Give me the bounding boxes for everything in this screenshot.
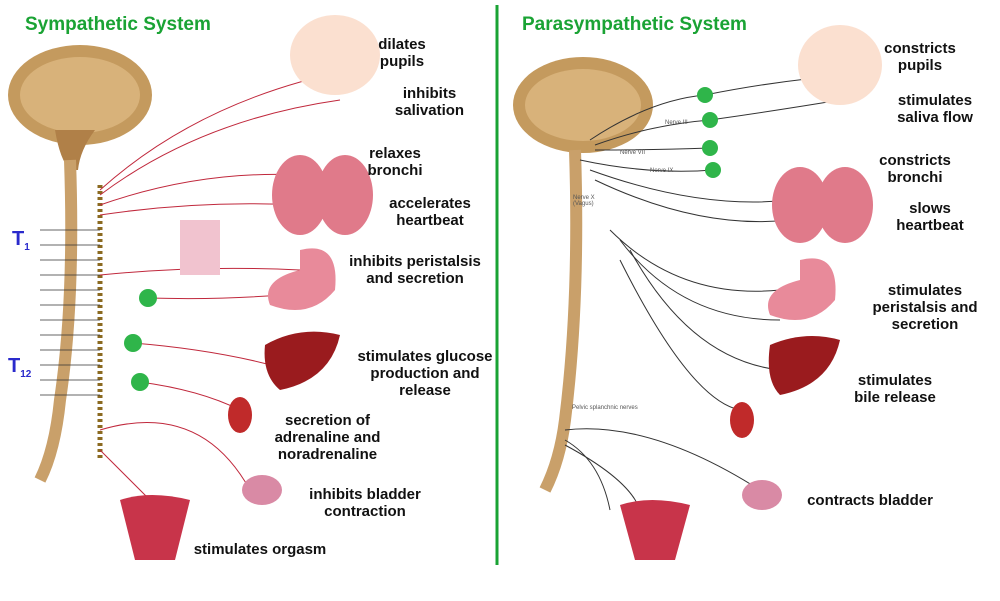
spinal-cord-left [34,159,78,483]
t1-text: T [12,228,25,250]
effect-inhibits-peristalsis: inhibits peristalsis and secretion [349,253,481,287]
sympathetic-title: Sympathetic System [25,14,211,35]
effect-inhibits-bladder: inhibits bladder contraction [309,486,421,520]
effect-contracts-bladder: contracts bladder [807,492,933,509]
effect-stimulates-bile: stimulates bile release [854,372,936,406]
effect-inhibits-salivation: inhibits salivation [394,85,465,119]
effect-accelerates-heartbeat: accelerates heartbeat [389,195,471,229]
effect-dilates-pupils: dilates pupils [378,36,426,70]
effect-stimulates-saliva: stimulates saliva flow [897,92,973,126]
nerve-ix-label: Nerve IX [650,168,674,174]
effect-constricts-bronchi: constricts bronchi [879,152,951,186]
t12-label: T12 [8,355,31,380]
brain-right [513,57,653,153]
effect-slows-heartbeat: slows heartbeat [896,200,964,234]
nerve-vii-label: Nerve VII [620,150,646,156]
organs-right [620,25,882,560]
spinal-nerves-left [40,229,100,396]
effect-stimulates-glucose: stimulates glucose production and releas… [357,348,493,399]
spinal-cord-right [539,149,583,493]
organs-left [120,15,380,560]
effect-secretion-adrenaline: secretion of adrenaline and noradrenalin… [274,412,381,463]
effect-stimulates-orgasm: stimulates orgasm [193,541,327,558]
pelvic-splanchnic-label: Pelvic splanchnic nerves [572,405,638,411]
t12-text: T [8,355,21,377]
t1-sub: 1 [24,242,30,253]
parasympathetic-title: Parasympathetic System [522,14,747,35]
effect-constricts-pupils: constricts pupils [884,40,956,74]
nerve-x-label: Nerve X (Vagus) [573,195,595,207]
effect-relaxes-bronchi: relaxes bronchi [367,145,423,179]
sympathetic-ganglia [124,289,157,391]
t12-sub: 12 [20,369,32,380]
brain-left [8,45,152,170]
effect-stimulates-peristalsis: stimulates peristalsis and secretion [872,282,978,333]
parasympathetic-ganglia [697,87,721,178]
t1-label: T1 [12,228,30,253]
nerve-iii-label: Nerve III [665,120,688,126]
